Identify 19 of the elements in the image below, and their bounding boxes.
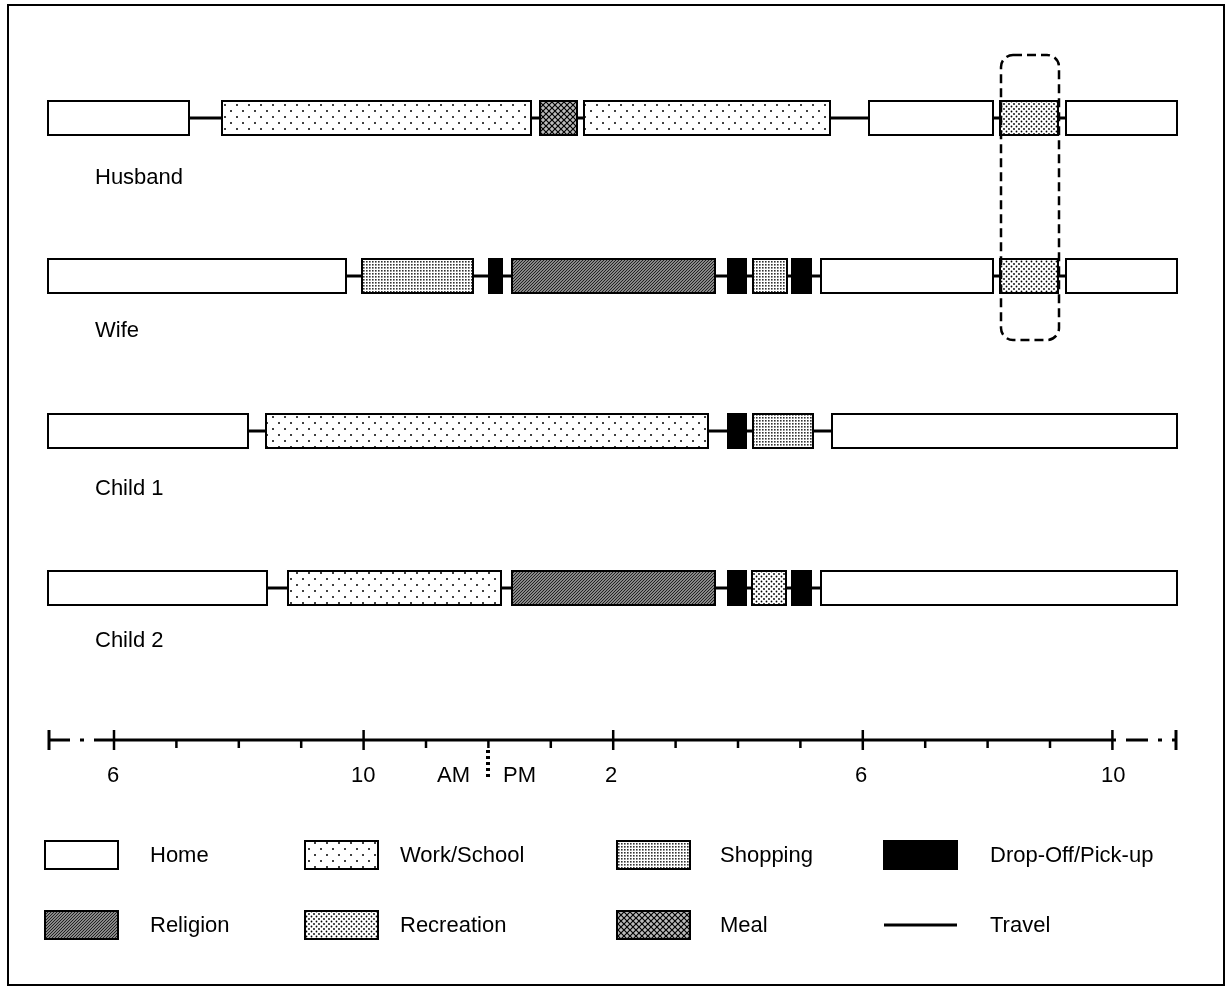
legend-label: Religion [150,913,230,937]
hour-label: 2 [605,763,618,787]
period-label: AM [437,763,470,787]
person-label: Wife [95,318,139,342]
hour-label: 6 [107,763,120,787]
hour-label: 10 [1101,763,1126,787]
legend-label: Work/School [400,843,525,867]
legend-label: Meal [720,913,768,937]
person-label: Child 2 [95,628,164,652]
hour-label: 10 [351,763,376,787]
period-label: PM [503,763,536,787]
person-label: Husband [95,165,184,189]
person-label: Child 1 [95,476,164,500]
legend-label: Home [150,843,209,867]
legend-label: Recreation [400,913,507,937]
legend-label: Travel [990,913,1051,937]
hour-label: 6 [855,763,868,787]
legend-label: Drop-Off/Pick-up [990,843,1154,867]
legend-label: Shopping [720,843,813,867]
